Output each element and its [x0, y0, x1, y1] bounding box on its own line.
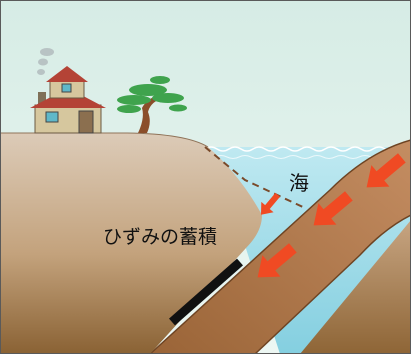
sea-waves: [204, 146, 410, 152]
strain-label: ひずみの蓄積: [103, 226, 217, 248]
strain-bar: [169, 258, 243, 326]
house-icon: [30, 66, 106, 134]
original-seafloor-dashed-line: [204, 146, 306, 209]
plate-drag-arrow: [261, 192, 281, 215]
pine-tree-icon: [117, 76, 187, 133]
plate-motion-arrow: [313, 191, 353, 226]
plate-motion-arrow: [257, 243, 297, 278]
chimney-smoke: [37, 48, 54, 75]
sea-label: 海: [289, 171, 309, 195]
plate-motion-arrow: [366, 153, 406, 188]
coast-outline: [119, 132, 209, 148]
oceanic-ground: [300, 220, 411, 354]
